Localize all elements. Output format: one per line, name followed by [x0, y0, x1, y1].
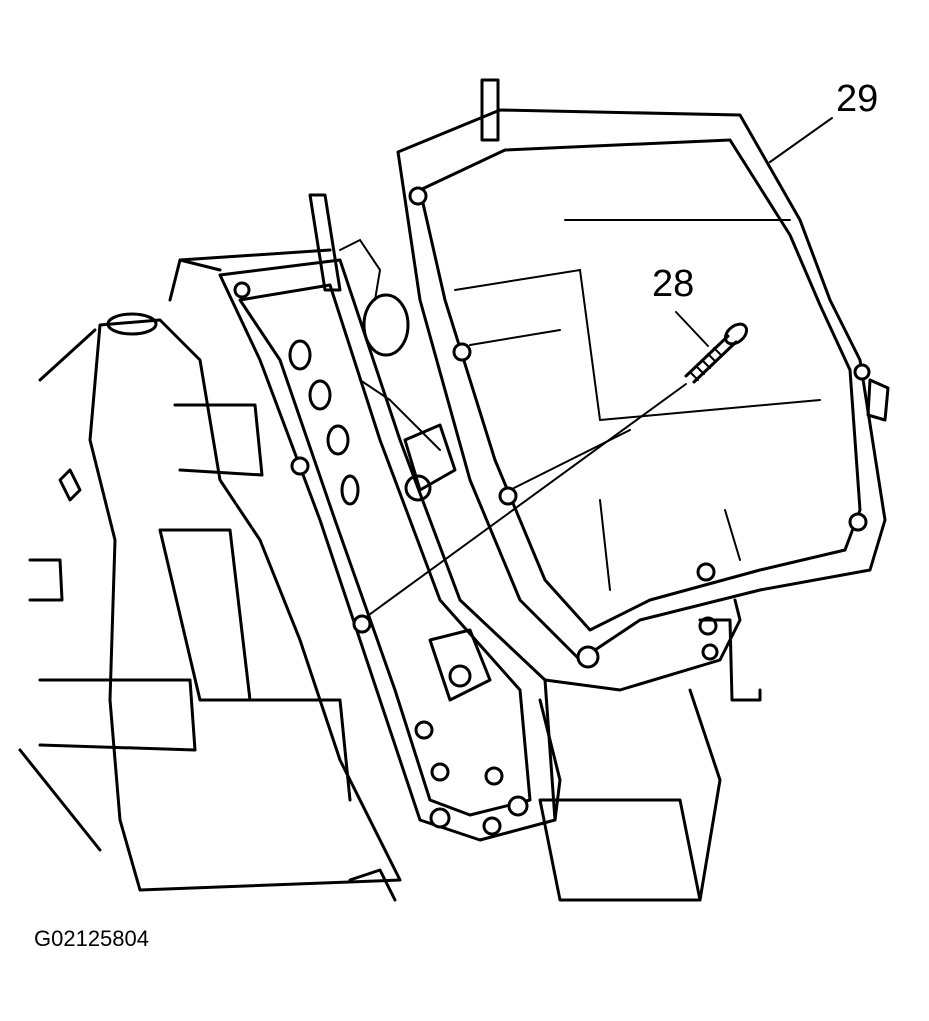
callout-label-pan: 29: [836, 78, 879, 120]
transmission-case: [18, 248, 762, 902]
gasket-hole: [698, 616, 718, 636]
gasket-hole: [290, 456, 310, 476]
pan-bolt-hole: [848, 512, 868, 532]
gasket-hole: [482, 816, 502, 836]
gasket-hole: [484, 766, 504, 786]
pan-bolt: [684, 322, 749, 384]
gasket-hole: [352, 614, 372, 634]
gasket-hole: [233, 281, 251, 299]
leader-line-28: [675, 311, 709, 347]
pan-bolt-hole: [452, 342, 472, 362]
gasket-hole: [701, 643, 719, 661]
pan-bolt-hole: [408, 186, 428, 206]
leader-line-29: [769, 117, 833, 163]
bolt-alignment-line: [361, 383, 687, 621]
gasket-hole: [507, 795, 529, 817]
pan-bolt-hole: [696, 562, 716, 582]
pan-bolt-hole: [853, 363, 871, 381]
gasket-hole: [414, 720, 434, 740]
valve-body: [218, 258, 742, 842]
figure-id-label: G02125804: [34, 926, 149, 951]
wiring-connector: [308, 193, 492, 702]
pan-bolt-hole: [576, 645, 600, 669]
oil-pan: [396, 78, 890, 669]
gasket-hole: [430, 762, 450, 782]
callout-label-bolt: 28: [652, 263, 695, 305]
gasket-hole: [429, 807, 451, 829]
pan-bolt-hole: [498, 486, 518, 506]
